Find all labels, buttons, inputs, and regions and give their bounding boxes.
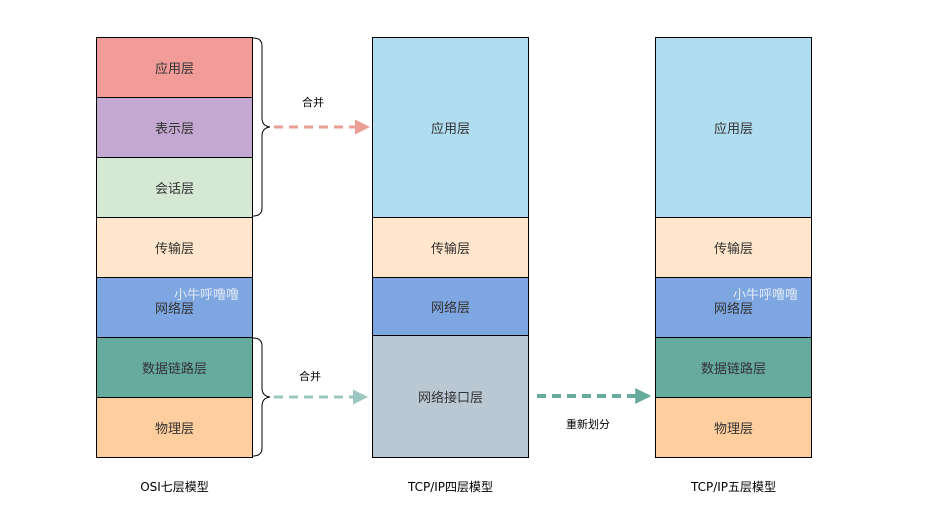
merge-upper-label: 合并 xyxy=(302,96,324,109)
tcpip4-caption: TCP/IP四层模型 xyxy=(407,480,494,494)
watermark-right: 小牛呼噜噜 xyxy=(733,288,799,303)
layer-label: 物理层 xyxy=(713,422,753,437)
layer-label: 应用层 xyxy=(430,122,470,137)
layer-label: 应用层 xyxy=(713,122,753,137)
layer-label: 数据链路层 xyxy=(700,362,766,377)
osi-data-link-layer: 数据链路层 xyxy=(96,337,253,398)
layer-label: 网络接口层 xyxy=(417,391,483,406)
layer-label: 网络层 xyxy=(713,302,753,317)
tcpip5-data-link-layer: 数据链路层 xyxy=(655,337,812,398)
layer-label: 传输层 xyxy=(430,242,470,257)
tcpip4-network-interface-layer: 网络接口层 xyxy=(372,335,529,458)
lower-curly-brace xyxy=(252,337,271,457)
osi-physical-layer: 物理层 xyxy=(96,397,253,458)
layer-label: 传输层 xyxy=(713,242,753,257)
tcpip5-application-layer: 应用层 xyxy=(655,37,812,218)
layer-label: 应用层 xyxy=(154,62,194,77)
tcpip4-network-layer: 网络层 xyxy=(372,277,529,336)
layer-label: 数据链路层 xyxy=(141,362,207,377)
layer-label: 物理层 xyxy=(154,422,194,437)
layer-label: 传输层 xyxy=(154,242,194,257)
layer-label: 网络层 xyxy=(154,302,194,317)
osi-caption: OSI七层模型 xyxy=(140,480,209,494)
upper-curly-brace xyxy=(252,37,271,217)
layer-label: 会话层 xyxy=(154,182,194,197)
tcpip5-physical-layer: 物理层 xyxy=(655,397,812,458)
osi-application-layer: 应用层 xyxy=(96,37,253,98)
osi-network-layer: 网络层 xyxy=(96,277,253,338)
tcpip5-caption: TCP/IP五层模型 xyxy=(690,480,777,494)
tcpip5-network-layer: 网络层 xyxy=(655,277,812,338)
layer-label: 网络层 xyxy=(430,301,470,316)
layer-label: 表示层 xyxy=(154,122,194,137)
redivide-label: 重新划分 xyxy=(566,418,610,431)
osi-session-layer: 会话层 xyxy=(96,157,253,218)
merge-lower-label: 合并 xyxy=(299,370,321,383)
watermark-left: 小牛呼噜噜 xyxy=(174,288,240,303)
tcpip4-application-layer: 应用层 xyxy=(372,37,529,218)
